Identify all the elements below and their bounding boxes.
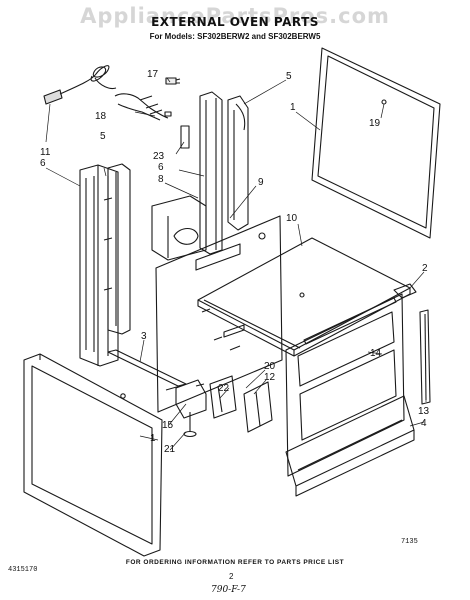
oven-door bbox=[23, 353, 163, 557]
callout-1-bottom: 1 bbox=[150, 433, 156, 444]
callout-4: 4 bbox=[421, 418, 427, 429]
callout-2: 2 bbox=[422, 263, 428, 274]
ordering-note: FOR ORDERING INFORMATION REFER TO PARTS … bbox=[125, 559, 345, 566]
bracket-strip bbox=[180, 125, 190, 149]
callout-18: 18 bbox=[95, 111, 107, 122]
callout-12: 12 bbox=[264, 372, 276, 383]
callout-13: 13 bbox=[418, 406, 430, 417]
center-frame-right bbox=[227, 95, 249, 231]
callout-10: 10 bbox=[286, 213, 298, 224]
handwritten-note: 790-F-7 bbox=[211, 585, 246, 595]
diagram-title: EXTERNAL OVEN PARTS bbox=[151, 15, 319, 29]
callout-labels: 11 6 5 18 17 5 1 19 23 6 8 9 10 2 3 14 2… bbox=[40, 69, 430, 455]
callout-15: 15 bbox=[162, 420, 174, 431]
vent-duct bbox=[151, 195, 207, 261]
rear-panel bbox=[155, 215, 283, 413]
power-cord bbox=[43, 65, 117, 105]
callout-11: 11 bbox=[40, 147, 51, 158]
callout-1-top: 1 bbox=[290, 102, 296, 113]
page-number: 2 bbox=[229, 572, 234, 581]
callout-8: 8 bbox=[158, 174, 164, 185]
callout-6-left: 6 bbox=[40, 158, 46, 169]
door-screw bbox=[120, 393, 126, 399]
callout-23: 23 bbox=[153, 151, 165, 162]
cooktop bbox=[197, 237, 411, 357]
callout-19: 19 bbox=[369, 118, 381, 129]
wire-harness bbox=[114, 93, 172, 121]
bottom-rail bbox=[107, 349, 187, 387]
glass-screw bbox=[381, 99, 387, 105]
drawing-code: 7135 bbox=[401, 538, 418, 546]
hinge-bracket bbox=[243, 381, 273, 433]
callout-6-center: 6 bbox=[158, 162, 164, 173]
leveling-leg bbox=[175, 379, 207, 438]
site-watermark: AppliancePartsPros.com bbox=[80, 4, 390, 28]
door-glass bbox=[311, 47, 441, 239]
front-frame bbox=[285, 293, 405, 477]
center-frame-left bbox=[199, 91, 223, 255]
callout-17: 17 bbox=[147, 69, 159, 80]
callout-14: 14 bbox=[370, 348, 382, 359]
screw bbox=[195, 383, 205, 387]
callout-20: 20 bbox=[264, 361, 276, 372]
callout-3: 3 bbox=[141, 331, 147, 342]
terminal-block bbox=[165, 77, 181, 85]
callout-5-right: 5 bbox=[286, 71, 292, 82]
callout-22: 22 bbox=[218, 383, 230, 394]
callout-5-left: 5 bbox=[100, 131, 106, 142]
leader-lines bbox=[45, 77, 427, 451]
left-side-trim bbox=[107, 163, 131, 335]
right-side-strip bbox=[419, 309, 431, 405]
callout-9: 9 bbox=[258, 177, 264, 188]
kick-panel bbox=[285, 395, 415, 497]
center-bracket bbox=[209, 375, 237, 419]
document-number: 4315170 bbox=[8, 566, 38, 574]
left-side-panel bbox=[79, 164, 119, 367]
models-subtitle: For Models: SF302BERW2 and SF302BERW5 bbox=[149, 32, 321, 41]
callout-21: 21 bbox=[164, 444, 176, 455]
